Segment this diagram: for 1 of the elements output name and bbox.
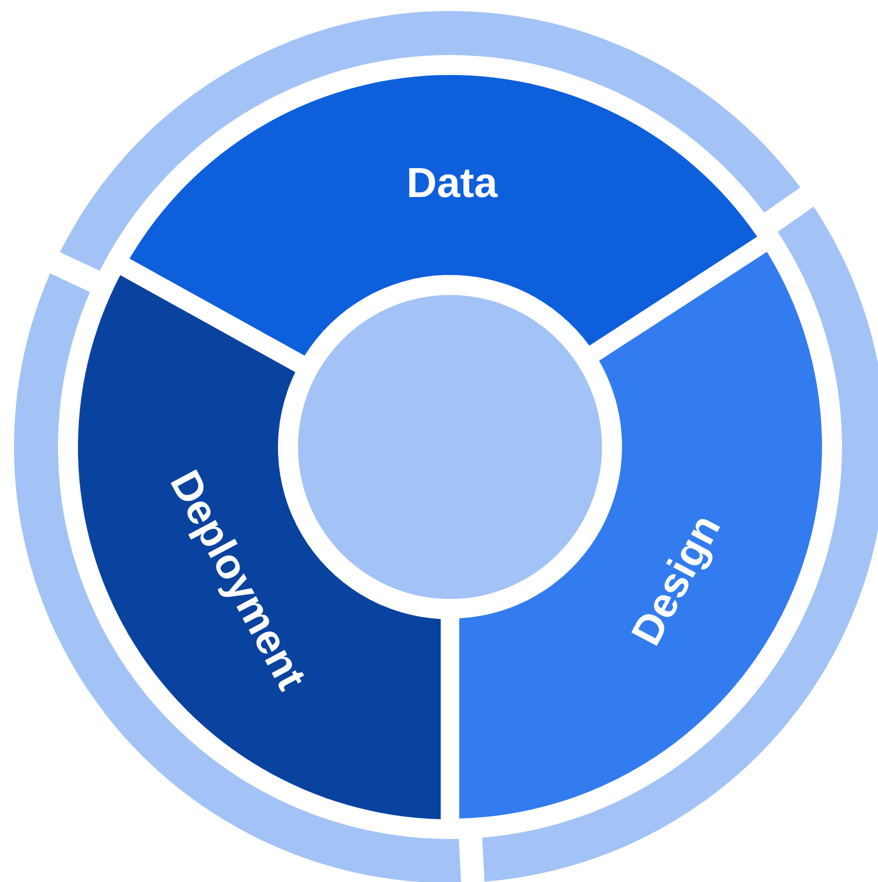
segment-label: Data — [406, 162, 498, 204]
